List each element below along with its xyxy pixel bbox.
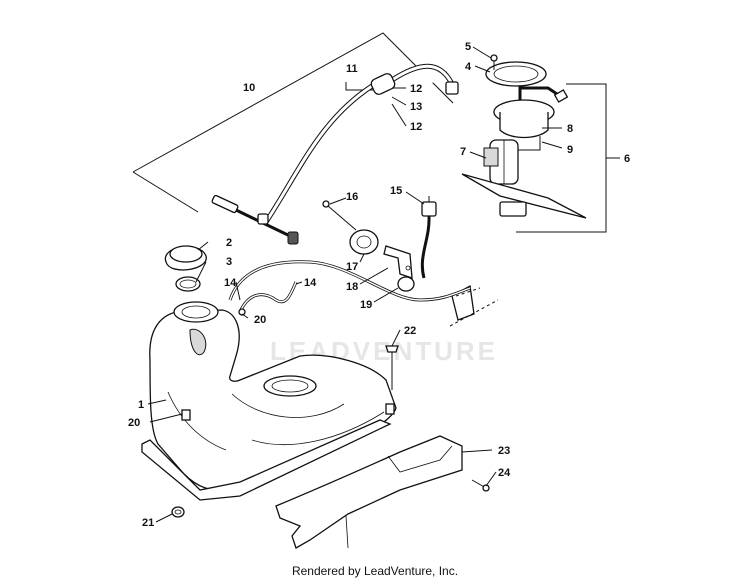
vent-valve-assembly bbox=[322, 196, 499, 327]
callout-12: 12 bbox=[410, 83, 422, 95]
callout-labels: 5 4 10 11 12 13 12 8 9 6 7 15 16 17 18 1… bbox=[128, 41, 630, 529]
callout-10: 10 bbox=[243, 82, 255, 94]
callout-12: 12 bbox=[410, 121, 422, 133]
callout-14: 14 bbox=[304, 277, 317, 289]
callout-2: 2 bbox=[226, 237, 232, 249]
callout-24: 24 bbox=[498, 467, 511, 479]
callout-4: 4 bbox=[465, 61, 472, 73]
callout-13: 13 bbox=[410, 101, 422, 113]
footer-credit: Rendered by LeadVenture, Inc. bbox=[291, 564, 459, 578]
fuel-line-assembly bbox=[211, 63, 459, 245]
callout-1: 1 bbox=[138, 399, 144, 411]
callout-9: 9 bbox=[567, 144, 573, 156]
skid-plate bbox=[275, 345, 490, 549]
callout-6: 6 bbox=[624, 153, 630, 165]
callout-19: 19 bbox=[360, 299, 372, 311]
filler-cap bbox=[164, 245, 207, 292]
callout-20: 20 bbox=[128, 417, 140, 429]
vent-hoses bbox=[228, 260, 471, 316]
fuel-tank bbox=[141, 301, 397, 501]
callout-5: 5 bbox=[465, 41, 471, 53]
callout-21: 21 bbox=[142, 517, 154, 529]
callout-8: 8 bbox=[567, 123, 573, 135]
callout-11: 11 bbox=[346, 63, 358, 75]
callout-14: 14 bbox=[224, 277, 237, 289]
callout-23: 23 bbox=[498, 445, 510, 457]
fuel-pump-assembly bbox=[461, 54, 587, 219]
callout-16: 16 bbox=[346, 191, 358, 203]
callout-20: 20 bbox=[254, 314, 266, 326]
drain-plug bbox=[171, 506, 185, 518]
callout-15: 15 bbox=[390, 185, 402, 197]
callout-3: 3 bbox=[226, 256, 232, 268]
callout-17: 17 bbox=[346, 261, 358, 273]
callout-22: 22 bbox=[404, 325, 416, 337]
leader-lines bbox=[147, 46, 563, 523]
callout-18: 18 bbox=[346, 281, 358, 293]
callout-7: 7 bbox=[460, 146, 466, 158]
